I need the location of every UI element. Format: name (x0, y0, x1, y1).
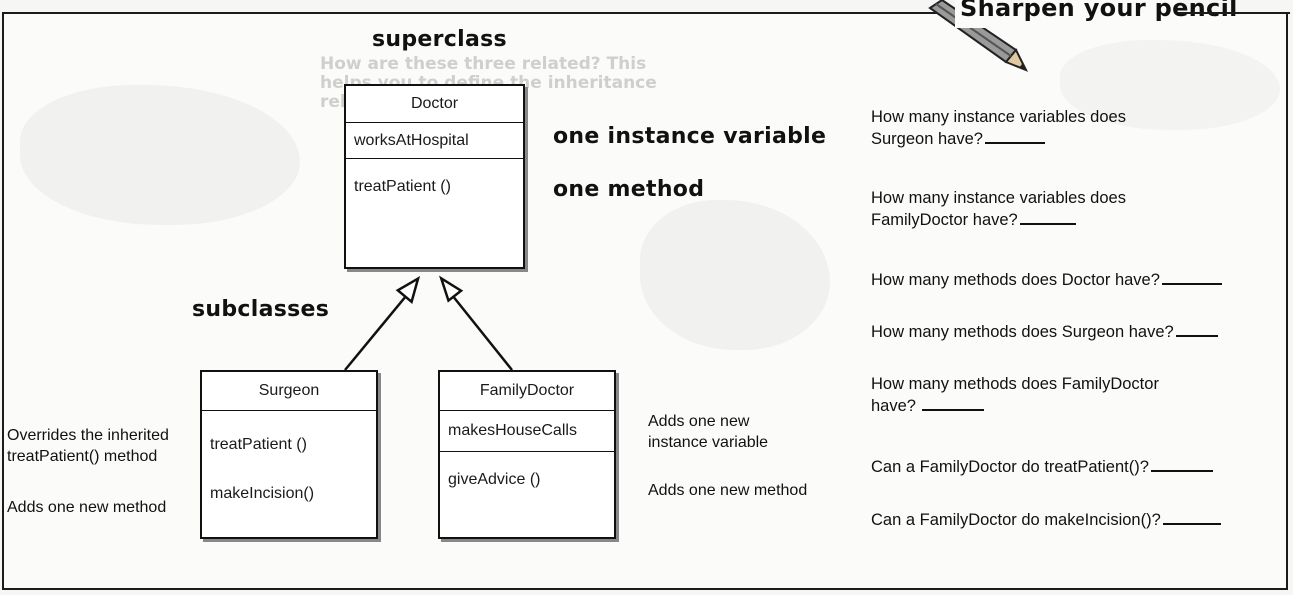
answer-blank[interactable] (1150, 470, 1213, 472)
title-rule (1180, 12, 1290, 14)
surgeon-method: treatPatient () (210, 436, 307, 453)
question: How many methods does Surgeon have? (871, 321, 1291, 343)
subclasses-label: subclasses (192, 297, 330, 322)
answer-blank[interactable] (921, 409, 984, 411)
answer-blank[interactable] (984, 142, 1045, 144)
background-animal-shape (1060, 40, 1280, 130)
doctor-method-note: one method (553, 177, 705, 202)
page-title: Sharpen your pencil (960, 0, 1238, 22)
question: Can a FamilyDoctor do treatPatient()? (871, 456, 1291, 478)
question-text: How many methods does Surgeon have? (871, 323, 1174, 341)
surgeon-adds-method-note: Adds one new method (7, 499, 167, 516)
question-text: FamilyDoctor have? (871, 211, 1018, 229)
question-text: Can a FamilyDoctor do makeIncision()? (871, 511, 1161, 529)
note-line: treatPatient() method (7, 448, 158, 465)
title-background (955, 0, 1177, 28)
question-text: have? (871, 397, 916, 415)
family-doctor-adds-variable-note: Adds one new instance variable (648, 411, 768, 453)
question-text: How many methods does Doctor have? (871, 271, 1160, 289)
surgeon-class-box: Surgeon treatPatient () makeIncision() (200, 370, 378, 539)
pencil-icon (920, 0, 1040, 75)
doctor-class-box: Doctor worksAtHospital treatPatient () (344, 84, 525, 269)
family-doctor-adds-method-note: Adds one new method (648, 482, 808, 499)
question-text: Can a FamilyDoctor do treatPatient()? (871, 458, 1149, 476)
background-animal-shape (20, 85, 300, 225)
surgeon-override-note: Overrides the inherited treatPatient() m… (7, 425, 169, 467)
doctor-attribute: worksAtHospital (346, 123, 523, 159)
family-doctor-attribute: makesHouseCalls (440, 411, 614, 452)
note-line: instance variable (648, 434, 769, 451)
surgeon-class-name: Surgeon (202, 372, 376, 411)
doctor-method: treatPatient () (354, 178, 451, 195)
question: How many methods does FamilyDoctor have? (871, 373, 1291, 417)
family-doctor-class-box: FamilyDoctor makesHouseCalls giveAdvice … (438, 370, 616, 539)
surgeon-method: makeIncision() (210, 485, 315, 502)
question-text: How many instance variables does (871, 108, 1126, 126)
doctor-variable-note: one instance variable (553, 124, 827, 149)
question: How many methods does Doctor have? (871, 269, 1291, 291)
background-text-line: How are these three related? This (320, 54, 647, 74)
answer-blank[interactable] (1019, 223, 1076, 225)
answer-blank[interactable] (1175, 335, 1218, 337)
question-text: How many methods does FamilyDoctor (871, 375, 1159, 393)
question: Can a FamilyDoctor do makeIncision()? (871, 509, 1291, 531)
family-doctor-method: giveAdvice () (448, 471, 541, 488)
doctor-class-name: Doctor (346, 86, 523, 123)
question: How many instance variables does FamilyD… (871, 187, 1291, 231)
question-text: Surgeon have? (871, 130, 983, 148)
superclass-label: superclass (372, 27, 507, 52)
background-animal-shape (640, 200, 830, 350)
family-doctor-class-name: FamilyDoctor (440, 372, 614, 411)
question-text: How many instance variables does (871, 189, 1126, 207)
answer-blank[interactable] (1162, 523, 1221, 525)
note-line: Adds one new (648, 413, 750, 430)
question: How many instance variables does Surgeon… (871, 106, 1291, 150)
note-line: Overrides the inherited (7, 427, 169, 444)
answer-blank[interactable] (1161, 283, 1222, 285)
surgeon-methods: treatPatient () makeIncision() (202, 411, 376, 511)
